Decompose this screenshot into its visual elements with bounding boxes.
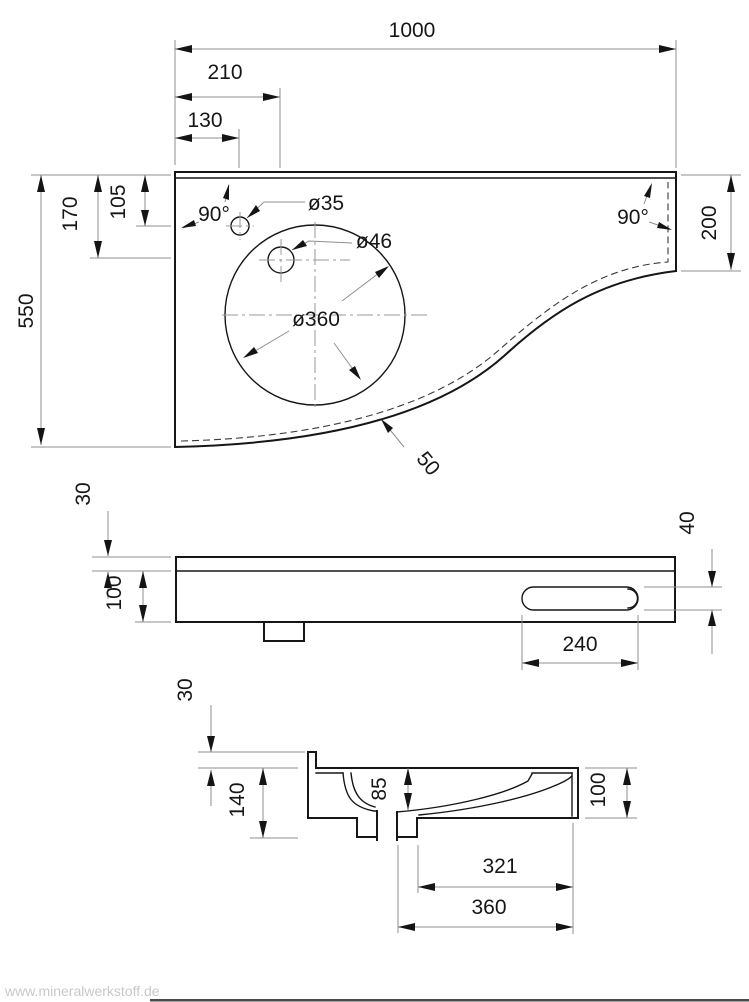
- dia-label-46: ø46: [356, 230, 392, 253]
- plan-outline: [173, 171, 678, 449]
- tap-hole-35: [226, 212, 254, 240]
- front-dimension-lines: [92, 511, 722, 670]
- dim-label-550: 550: [15, 293, 38, 328]
- section-dim-label-100: 100: [587, 772, 610, 807]
- watermark-text: www.mineralwerkstoff.de: [4, 983, 160, 999]
- section-dim-label-85: 85: [368, 777, 391, 800]
- section-view: 30 140 85 100 321 360: [174, 678, 637, 934]
- section-dim-label-321: 321: [482, 855, 517, 878]
- front-view: 30 100 40 240: [72, 482, 722, 670]
- dia-label-360: ø360: [292, 308, 340, 331]
- front-drain-tab: [263, 621, 305, 642]
- section-bowl-profile: [315, 772, 573, 817]
- section-dim-label-140: 140: [226, 782, 249, 817]
- dim-label-170: 170: [59, 196, 82, 231]
- angle-label-left: 90°: [198, 203, 230, 226]
- angle-label-right: 90°: [617, 206, 649, 229]
- dim-label-50: 50: [412, 447, 445, 480]
- bottom-edge-bar: [150, 999, 749, 1002]
- section-dim-label-30: 30: [174, 678, 197, 701]
- front-dim-label-240: 240: [562, 633, 597, 656]
- dim-label-200: 200: [698, 205, 721, 240]
- dia-label-35: ø35: [308, 192, 344, 215]
- drain-hole-46: [259, 239, 350, 283]
- plan-dimension-lines: [31, 40, 741, 448]
- front-outline: [175, 556, 676, 642]
- front-dim-label-100: 100: [103, 575, 126, 610]
- dim-label-210: 210: [207, 61, 242, 84]
- dim-label-105: 105: [107, 184, 130, 219]
- section-dimension-lines: [198, 705, 637, 934]
- front-towel-slot: [521, 586, 639, 611]
- bowl-circle: [222, 222, 430, 410]
- plan-view: 1000 210 130 550 170 105 200 90° 90° ø35…: [15, 19, 741, 480]
- dim-label-130: 130: [187, 109, 222, 132]
- front-dim-label-40: 40: [676, 511, 699, 534]
- dim-label-1000: 1000: [389, 19, 436, 42]
- section-dim-label-360: 360: [471, 896, 506, 919]
- section-outline: [307, 751, 579, 841]
- plan-hidden-edge: [180, 182, 669, 442]
- front-dim-label-30: 30: [72, 482, 95, 505]
